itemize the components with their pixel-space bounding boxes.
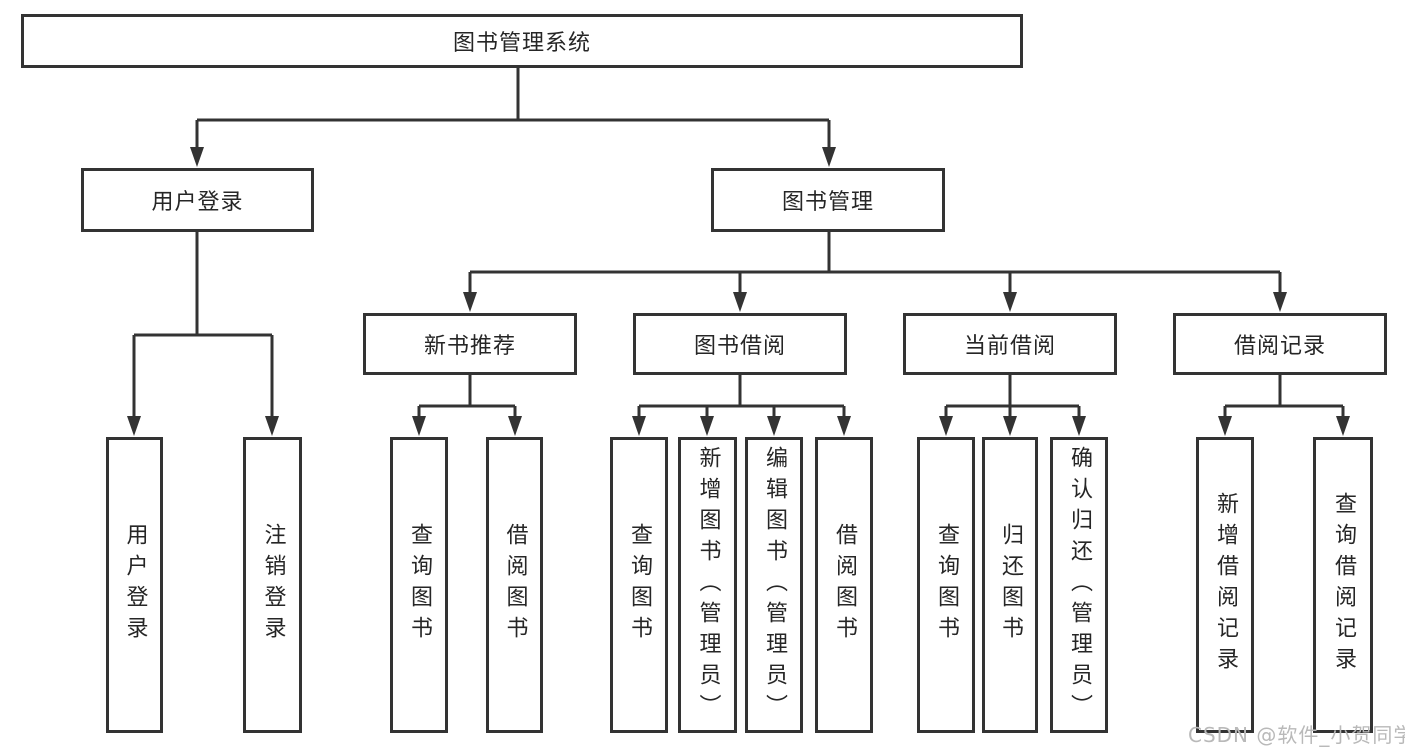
watermark: CSDN @软件_小贺同学: [1188, 723, 1405, 747]
node-book-borrow: 图书借阅: [633, 313, 847, 375]
node-current-borrow: 当前借阅: [903, 313, 1117, 375]
leaf-logout-login: 注销登录: [243, 437, 302, 733]
leaf-borrow-borrow-books: 借阅图书: [815, 437, 873, 733]
leaf-recommend-query-books: 查询图书: [390, 437, 448, 733]
leaf-records-query-record: 查询借阅记录: [1313, 437, 1373, 733]
node-book-management-system: 图书管理系统: [21, 14, 1023, 68]
node-new-book-recommend: 新书推荐: [363, 313, 577, 375]
leaf-current-return-books: 归还图书: [982, 437, 1038, 733]
node-user-login: 用户登录: [81, 168, 314, 232]
leaf-user-login: 用户登录: [106, 437, 163, 733]
leaf-recommend-borrow-books: 借阅图书: [486, 437, 543, 733]
node-book-management: 图书管理: [711, 168, 945, 232]
leaf-borrow-query-books: 查询图书: [610, 437, 668, 733]
node-borrow-records: 借阅记录: [1173, 313, 1387, 375]
leaf-current-query-books: 查询图书: [917, 437, 975, 733]
leaf-borrow-edit-books-admin: 编辑图书（管理员）: [745, 437, 803, 733]
arrowheads: [127, 147, 1350, 436]
leaf-borrow-add-books-admin: 新增图书（管理员）: [678, 437, 737, 733]
leaf-records-add-record: 新增借阅记录: [1196, 437, 1254, 733]
leaf-current-confirm-return-admin: 确认归还（管理员）: [1050, 437, 1108, 733]
